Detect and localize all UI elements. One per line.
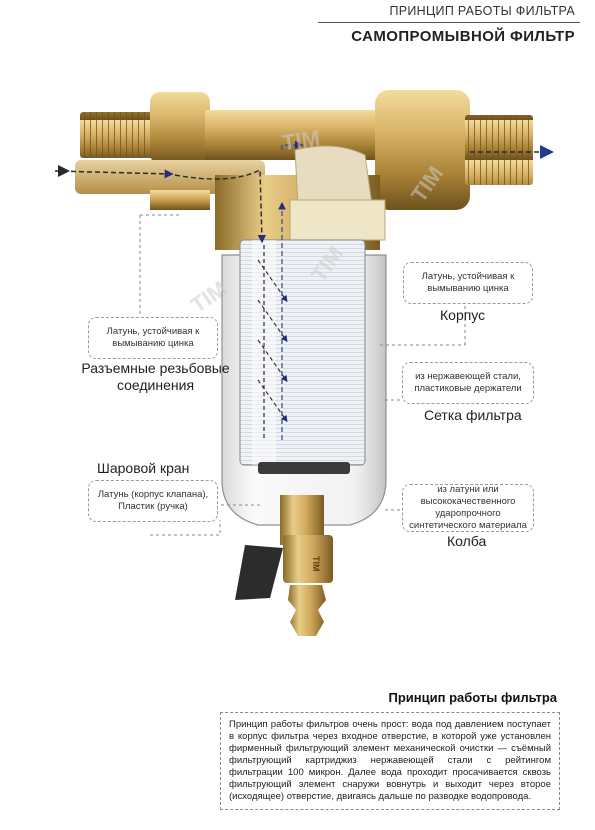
valve-label: Шаровой кран xyxy=(97,460,190,476)
valve-mark: TIM xyxy=(311,556,321,572)
mesh-holder xyxy=(258,462,350,474)
body-material-callout: Латунь, устойчивая к вымыванию цинка xyxy=(403,262,533,304)
body-label: Корпус xyxy=(440,307,486,323)
mesh-material-callout: из нержавеющей стали, пластиковые держат… xyxy=(402,362,534,404)
valve-material-callout: Латунь (корпус клапана), Пластик (ручка) xyxy=(88,480,218,522)
principle-text: Принцип работы фильтров очень прост: вод… xyxy=(220,712,560,810)
outlet-arrow xyxy=(540,145,554,159)
mesh-label: Сетка фильтра xyxy=(424,407,522,423)
ball-valve-body xyxy=(283,535,333,583)
principle-title: Принцип работы фильтра xyxy=(388,690,558,705)
page-title: САМОПРОМЫВНОЙ ФИЛЬТР xyxy=(351,28,575,45)
watermark: TIM xyxy=(281,125,322,155)
header-divider xyxy=(318,22,580,23)
flask-material-callout: из латуни или высококачественного удароп… xyxy=(402,484,534,532)
connections-material-callout: Латунь, устойчивая к вымыванию цинка xyxy=(88,317,218,359)
right-thread xyxy=(465,115,533,185)
flask-label: Колба xyxy=(447,533,487,549)
section-header: ПРИНЦИП РАБОТЫ ФИЛЬТРА xyxy=(389,4,575,18)
left-nut xyxy=(150,92,210,164)
right-nut xyxy=(375,90,470,210)
hose-barb xyxy=(288,585,326,636)
connections-label: Разъемные резьбовые соединения xyxy=(81,360,230,393)
inlet-arrow xyxy=(58,165,70,177)
left-thread xyxy=(80,112,160,158)
valve-handle xyxy=(235,545,283,600)
